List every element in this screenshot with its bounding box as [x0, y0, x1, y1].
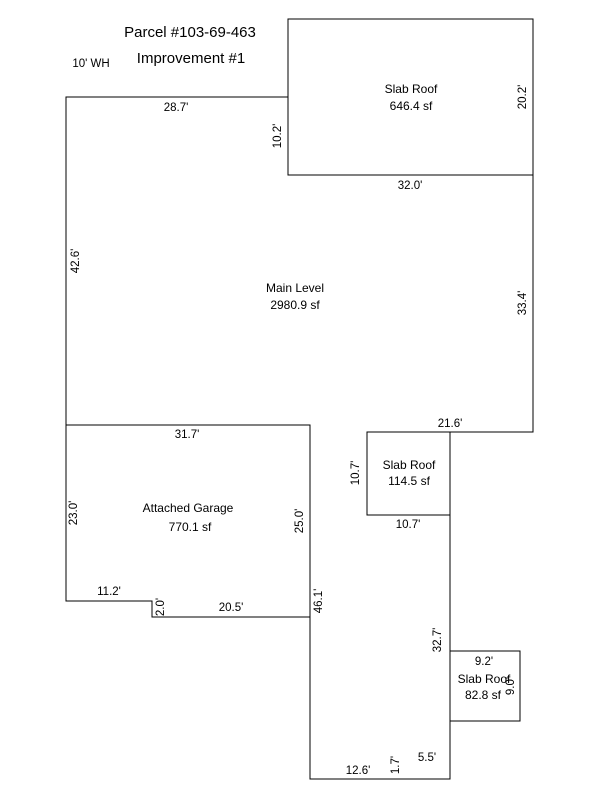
dim-main-right: 33.4' [517, 291, 529, 316]
dim-garage-bottom-left: 11.2' [97, 586, 121, 598]
improvement-label: Improvement #1 [137, 50, 245, 67]
dim-garage-left: 23.0' [68, 501, 80, 526]
garage-name: Attached Garage [143, 501, 234, 515]
dim-slab-small-top: 9.2' [475, 656, 493, 668]
dim-bottom-narrow: 5.5' [418, 752, 436, 764]
dim-garage-bottom-right: 20.5' [219, 602, 244, 614]
dim-slab-small-side: 9.0' [505, 677, 517, 695]
dim-slab-middle-left: 10.7' [350, 461, 362, 486]
dim-slab-top-right: 20.2' [517, 85, 529, 110]
dim-slab-top-bottom: 32.0' [398, 180, 423, 192]
dim-slab-middle-bottom: 10.7' [396, 519, 421, 531]
dim-main-left: 42.6' [70, 249, 82, 274]
slab-roof-middle-outline [366, 431, 451, 516]
garage-outline [65, 424, 311, 618]
slab-roof-small-outline [449, 650, 521, 722]
slab-roof-small-name: Slab Roof [458, 672, 511, 686]
dim-slab-top-left: 10.2' [272, 124, 284, 149]
slab-roof-small-area: 82.8 sf [465, 688, 502, 702]
dim-garage-step: 2.0' [155, 598, 167, 616]
dim-main-lower-left: 46.1' [313, 589, 325, 614]
slab-roof-top-name: Slab Roof [385, 82, 438, 96]
dim-garage-top: 31.7' [175, 429, 200, 441]
wall-height-note: 10' WH [72, 58, 109, 70]
slab-roof-top-area: 646.4 sf [390, 99, 433, 113]
dim-garage-right: 25.0' [294, 509, 306, 534]
dim-main-notch-top: 21.6' [438, 418, 463, 430]
slab-roof-top-outline [287, 18, 534, 176]
main-level-area: 2980.9 sf [270, 298, 320, 312]
garage-area: 770.1 sf [169, 520, 212, 534]
dim-main-lower-right: 32.7' [432, 628, 444, 653]
main-level-name: Main Level [266, 281, 324, 295]
dim-bottom-step: 1.7' [390, 756, 402, 774]
slab-roof-middle-name: Slab Roof [383, 458, 436, 472]
parcel-label: Parcel #103-69-463 [124, 24, 256, 41]
slab-roof-middle-area: 114.5 sf [388, 474, 430, 488]
dim-bottom-wide: 12.6' [346, 765, 371, 777]
dim-main-top: 28.7' [164, 102, 189, 114]
